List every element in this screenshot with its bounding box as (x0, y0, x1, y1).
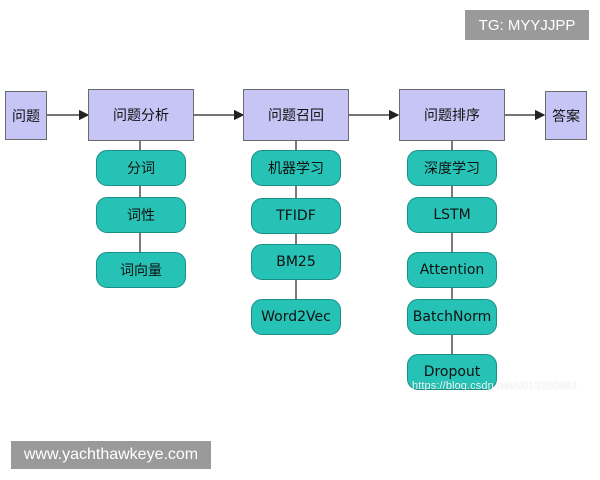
node-machine-learning: 机器学习 (251, 150, 341, 186)
node-pos-tagging: 词性 (96, 197, 186, 233)
csdn-watermark: https://blog.csdn.net/u013250861 (412, 380, 578, 392)
node-deep-learning: 深度学习 (407, 150, 497, 186)
node-lstm: LSTM (407, 197, 497, 233)
node-tfidf: TFIDF (251, 198, 341, 234)
stage-recall: 问题召回 (243, 89, 349, 141)
node-dropout: Dropout (407, 354, 497, 390)
stage-ranking: 问题排序 (399, 89, 505, 141)
node-word-vector: 词向量 (96, 252, 186, 288)
node-attention: Attention (407, 252, 497, 288)
stage-output: 答案 (545, 91, 587, 140)
node-bm25: BM25 (251, 244, 341, 280)
website-badge: www.yachthawkeye.com (11, 441, 211, 469)
stage-analysis: 问题分析 (88, 89, 194, 141)
node-word2vec: Word2Vec (251, 299, 341, 335)
node-batchnorm: BatchNorm (407, 299, 497, 335)
stage-input: 问题 (5, 91, 47, 140)
tg-badge: TG: MYYJJPP (465, 10, 589, 40)
node-segmentation: 分词 (96, 150, 186, 186)
